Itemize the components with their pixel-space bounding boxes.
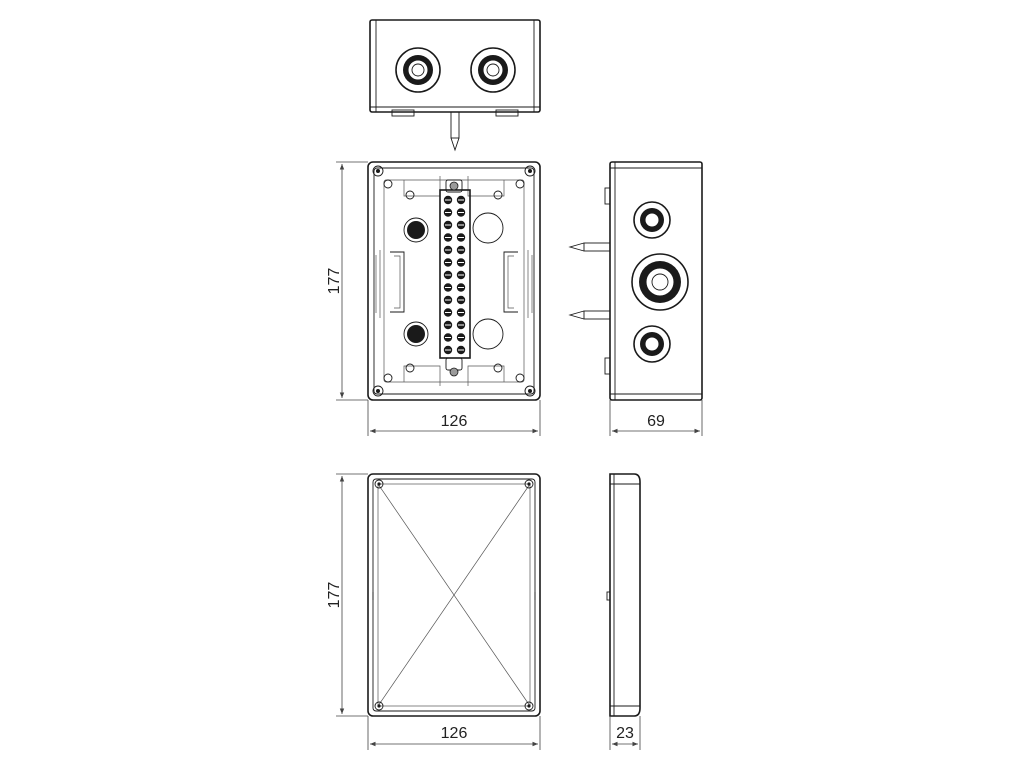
dimension-base-width: 126 bbox=[367, 400, 541, 436]
dim-label-lid-height: 177 bbox=[326, 582, 343, 609]
cable-gland-side-small-top bbox=[633, 201, 671, 239]
cable-gland-side-small-bottom bbox=[633, 325, 671, 363]
corner-screws bbox=[372, 165, 536, 397]
cable-gland-side-large bbox=[631, 253, 689, 311]
mounting-pin-side-1 bbox=[568, 242, 611, 252]
mounting-pin-top bbox=[450, 111, 460, 152]
cable-gland-right bbox=[470, 47, 516, 93]
dimension-base-height: 177 bbox=[326, 161, 368, 401]
cable-gland-left bbox=[395, 47, 441, 93]
mounting-pin-side-2 bbox=[568, 310, 611, 320]
dimension-lid-depth: 23 bbox=[609, 716, 641, 750]
knockout-holes bbox=[403, 190, 504, 373]
terminal-strip bbox=[439, 179, 471, 377]
dimension-base-depth: 69 bbox=[609, 400, 703, 436]
front-view-open bbox=[367, 161, 541, 401]
dim-label-base-width: 126 bbox=[441, 413, 468, 430]
dim-label-lid-depth: 23 bbox=[616, 725, 634, 742]
side-view bbox=[568, 161, 703, 401]
dim-label-lid-width: 126 bbox=[441, 725, 468, 742]
top-view bbox=[369, 19, 541, 152]
dimension-lid-width: 126 bbox=[367, 716, 541, 750]
dim-label-base-height: 177 bbox=[326, 268, 343, 295]
lid-side-view bbox=[606, 473, 641, 717]
lid-front-view bbox=[367, 473, 541, 717]
dimension-lid-height: 177 bbox=[326, 473, 368, 717]
dim-label-base-depth: 69 bbox=[647, 413, 665, 430]
